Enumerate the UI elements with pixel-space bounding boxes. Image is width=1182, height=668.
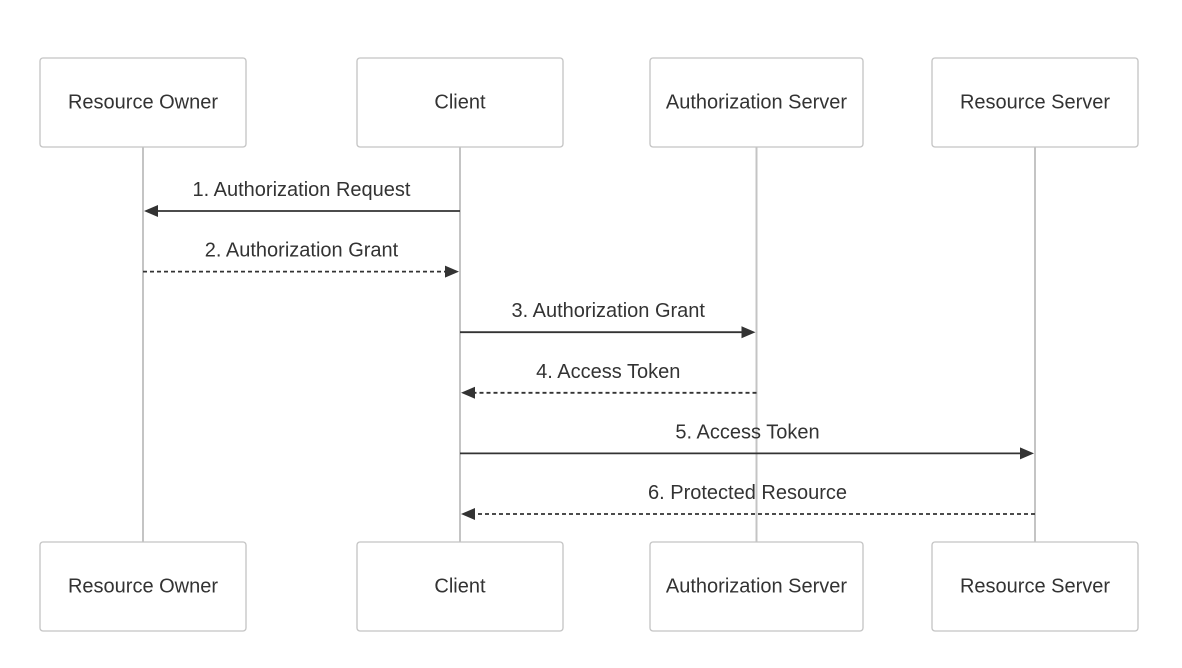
participant-label: Resource Server	[960, 92, 1110, 114]
participant-authorization-server-top: Authorization Server	[649, 57, 864, 148]
message-2: 2. Authorization Grant	[143, 240, 459, 278]
message-4: 4. Access Token	[461, 361, 757, 399]
participant-label: Authorization Server	[666, 92, 848, 114]
message-1: 1. Authorization Request	[144, 179, 460, 217]
arrowhead	[1020, 447, 1034, 460]
participants-top: Resource Owner Client Authorization Server…	[39, 57, 1139, 148]
participant-label: Resource Server	[960, 576, 1110, 598]
lifelines	[142, 147, 1036, 542]
arrowhead	[741, 326, 756, 339]
participant-box	[931, 57, 1139, 148]
participant-label: Authorization Server	[666, 576, 848, 598]
arrowhead	[445, 265, 459, 278]
message-label: 1. Authorization Request	[193, 179, 411, 201]
participants-bottom: Resource Owner Client Authorization Server…	[39, 541, 1139, 632]
participant-client-bottom: Client	[356, 541, 564, 632]
participant-box	[39, 541, 247, 632]
participant-authorization-server-bottom: Authorization Server	[649, 541, 864, 632]
message-label: 3. Authorization Grant	[512, 300, 706, 322]
participant-box	[931, 541, 1139, 632]
participant-box	[649, 541, 864, 632]
participant-box	[356, 541, 564, 632]
participant-client-top: Client	[356, 57, 564, 148]
arrowhead	[144, 205, 158, 217]
message-5: 5. Access Token	[460, 421, 1034, 460]
participant-label: Client	[434, 576, 486, 598]
participant-box	[649, 57, 864, 148]
message-label: 5. Access Token	[675, 421, 819, 443]
message-3: 3. Authorization Grant	[460, 300, 756, 339]
message-label: 4. Access Token	[536, 361, 680, 383]
participant-label: Resource Owner	[68, 92, 218, 114]
arrowhead	[461, 386, 475, 399]
participant-resource-server-bottom: Resource Server	[931, 541, 1139, 632]
participant-box	[356, 57, 564, 148]
participant-box	[39, 57, 247, 148]
message-label: 6. Protected Resource	[648, 482, 847, 504]
participant-resource-owner-top: Resource Owner	[39, 57, 247, 148]
participant-label: Resource Owner	[68, 576, 218, 598]
participant-resource-owner-bottom: Resource Owner	[39, 541, 247, 632]
message-6: 6. Protected Resource	[461, 482, 1035, 520]
message-label: 2. Authorization Grant	[205, 240, 399, 262]
messages: 1. Authorization Request 2. Authorization…	[143, 179, 1035, 520]
participant-resource-server-top: Resource Server	[931, 57, 1139, 148]
participant-label: Client	[434, 92, 486, 114]
arrowhead	[461, 508, 475, 520]
